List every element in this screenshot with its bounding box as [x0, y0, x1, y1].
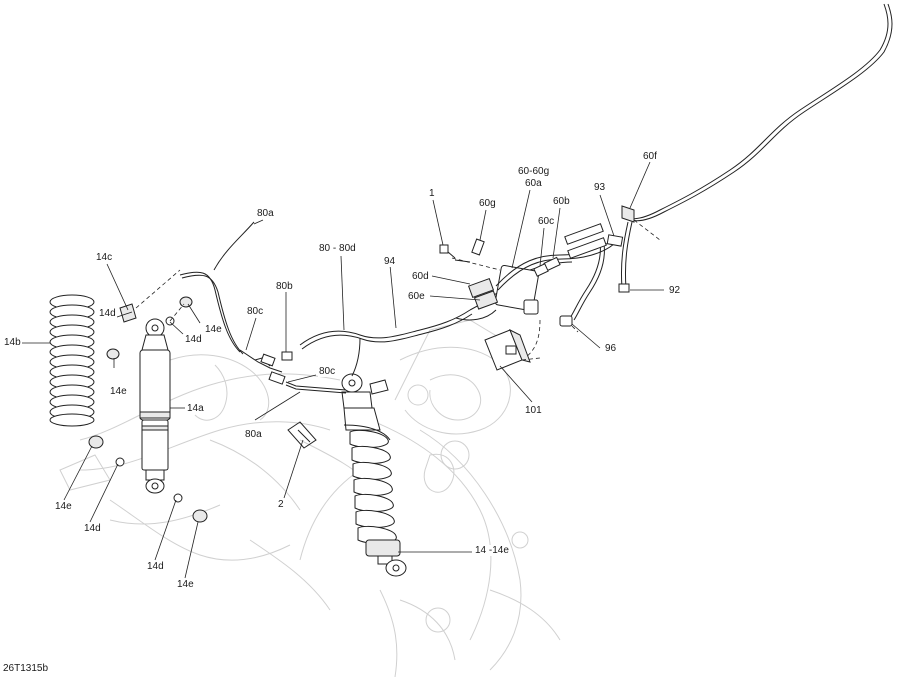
- callout-14e: 14e: [54, 501, 73, 512]
- callout-60e: 60e: [407, 291, 426, 302]
- leader-lines: [22, 161, 664, 579]
- callout-14a: 14a: [186, 403, 205, 414]
- coil-spring: [49, 294, 95, 427]
- callout-101: 101: [524, 405, 543, 416]
- ghost-frame: [59, 319, 561, 677]
- callout-60c: 60c: [537, 216, 556, 227]
- callout-60f: 60f: [642, 151, 658, 162]
- callout-60d: 60d: [411, 271, 430, 282]
- callout-2: 2: [277, 499, 285, 510]
- callout-80-80d: 80 - 80d: [318, 243, 357, 254]
- callout-80c: 80c: [246, 306, 265, 317]
- callout-80b: 80b: [275, 281, 294, 292]
- callout-14d: 14d: [83, 523, 102, 534]
- callout-80a: 80a: [256, 208, 275, 219]
- callout-80c: 80c: [318, 366, 337, 377]
- callout-60b: 60b: [552, 196, 571, 207]
- wiring-harness: [439, 223, 624, 359]
- callout-80a: 80a: [244, 429, 263, 440]
- long-brake-line: [618, 3, 893, 293]
- control-module: [484, 328, 541, 371]
- callout-92: 92: [668, 285, 682, 296]
- callout-14e: 14e: [176, 579, 195, 590]
- callout-60a: 60a: [524, 178, 543, 189]
- callout-14e: 14e: [204, 324, 223, 335]
- callout-1: 1: [428, 188, 436, 199]
- clip-part: [287, 421, 317, 449]
- callout-14d: 14d: [184, 334, 203, 345]
- left-shock-absorber: [139, 318, 171, 494]
- hydraulic-hoses: [179, 221, 513, 394]
- callout-60-60g: 60-60g: [517, 166, 551, 177]
- callout-60g: 60g: [478, 198, 497, 209]
- callout-14d: 14d: [98, 308, 117, 319]
- callout-14d: 14d: [146, 561, 165, 572]
- callout-14c: 14c: [95, 252, 114, 263]
- callout-14e: 14e: [109, 386, 128, 397]
- callout-94: 94: [383, 256, 397, 267]
- right-shock-absorber: [341, 373, 407, 577]
- callout-93: 93: [593, 182, 607, 193]
- callout-14b: 14b: [3, 337, 22, 348]
- callout-14-14e: 14 -14e: [474, 545, 510, 556]
- callout-96: 96: [604, 343, 618, 354]
- drawing-number: 26T1315b: [2, 663, 50, 674]
